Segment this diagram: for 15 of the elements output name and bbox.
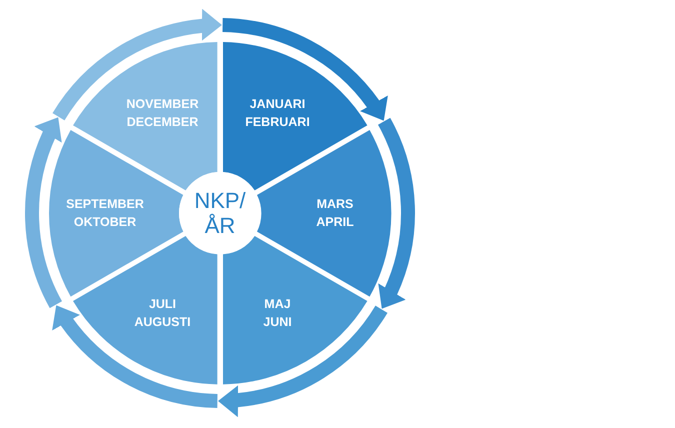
wheel-segment [222,236,367,384]
wheel-segment [222,42,367,190]
month-label: JANUARI FEBRUARI [245,96,310,132]
wheel-segment [49,130,184,296]
wheel-segment [73,236,218,384]
month-label: MARS APRIL [316,196,354,231]
month-label: NOVEMBER DECEMBER [126,96,199,132]
wheel-segment [73,42,218,190]
month-label: JULI AUGUSTI [134,296,191,331]
curved-arrow [218,305,388,416]
hub-label: NKP/ ÅR [194,188,246,238]
wheel-segment [256,130,391,296]
month-label: SEPTEMBER OKTOBER [66,196,144,231]
curved-arrow [52,10,222,121]
month-label: MAJ JUNI [263,296,292,331]
